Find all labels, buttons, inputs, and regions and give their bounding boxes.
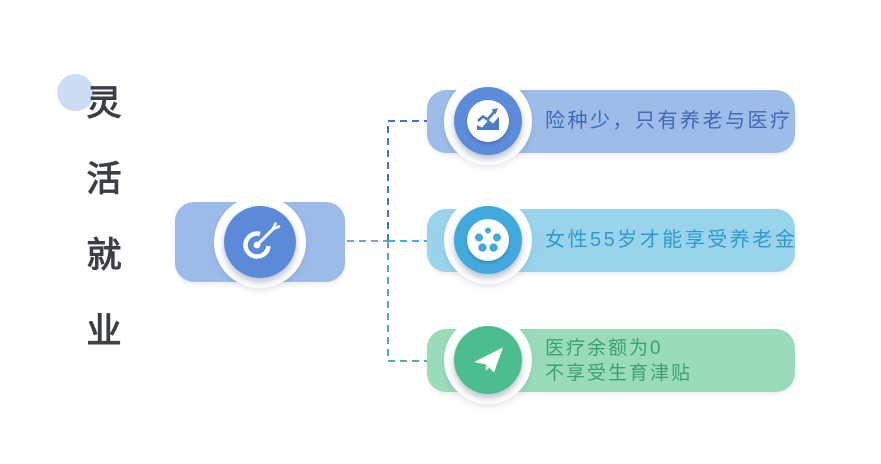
paper-plane-icon [454,326,522,394]
title-char: 灵 [86,84,122,123]
branch-label-insurance-types: 险种少，只有养老与医疗 [545,90,793,153]
title-char: 就 [86,236,122,275]
trend-chart-glyph [467,100,509,142]
film-reel-icon [454,206,522,274]
branch-label-line: 医疗余额为0 [545,337,663,359]
target-dart-icon [224,206,296,278]
decorative-circle [57,74,94,111]
trend-chart-icon [454,87,522,155]
branch-label-line: 险种少，只有养老与医疗 [545,110,793,132]
page-title: 灵 活 就 业 [86,86,122,349]
branch-label-medical-balance: 医疗余额为0 不享受生育津贴 [545,329,692,392]
film-reel-glyph [467,219,509,261]
branch-label-line: 女性55岁才能享受养老金 [545,229,798,251]
branch-badge-insurance-types [444,77,532,165]
branch-label-pension-age: 女性55岁才能享受养老金 [545,209,797,272]
title-char: 活 [86,160,122,199]
center-node-badge [214,196,306,288]
branch-label-line: 不享受生育津贴 [545,362,693,384]
branch-badge-pension-age [444,196,532,284]
title-char: 业 [86,312,122,351]
branch-badge-medical-balance [444,316,532,404]
